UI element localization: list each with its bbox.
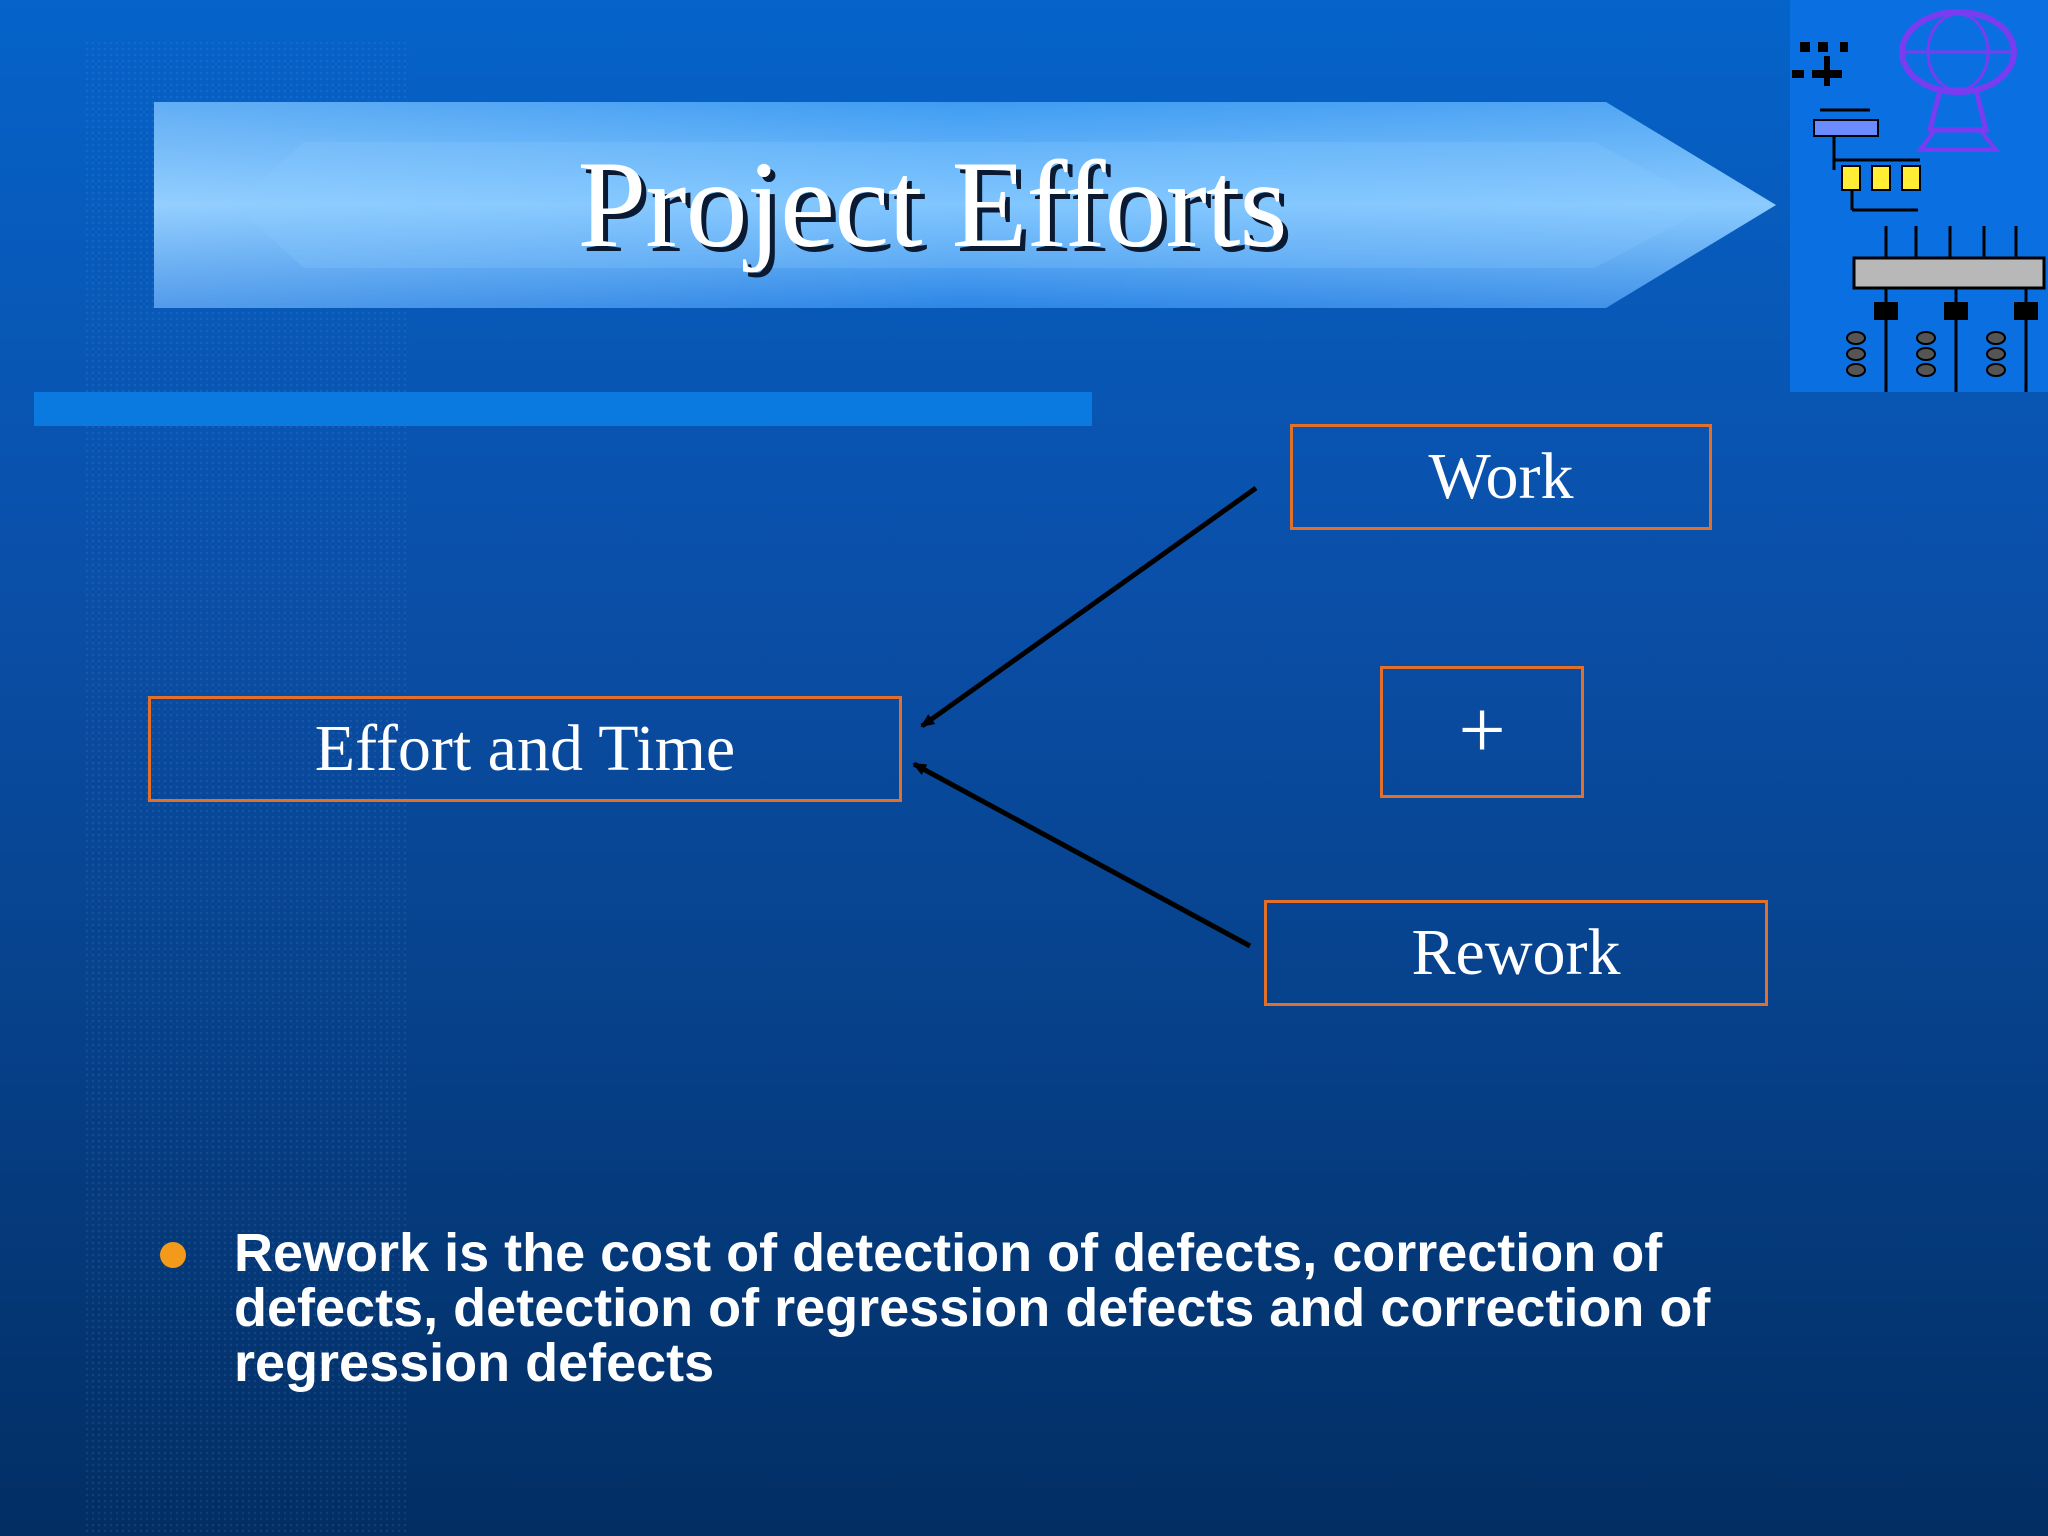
arrow-rework-to-effort [912, 761, 1252, 949]
arrow-work-to-effort [920, 485, 1258, 729]
title-underline-bar [34, 392, 1092, 426]
effort-and-time-label: Effort and Time [314, 712, 736, 785]
title-banner: Project Efforts [154, 102, 1776, 308]
plus-operator-box: + [1380, 666, 1584, 798]
bullet-dot-icon [160, 1242, 186, 1268]
bullet-item: Rework is the cost of detection of defec… [234, 1223, 1711, 1393]
work-box: Work [1290, 424, 1712, 530]
plus-label: + [1458, 684, 1506, 777]
slide-title: Project Efforts [577, 136, 1287, 273]
network-dish-icon [1790, 0, 2048, 392]
banner-arrow-shape [154, 102, 1776, 308]
rework-box: Rework [1264, 900, 1768, 1006]
work-label: Work [1428, 440, 1574, 513]
effort-and-time-box: Effort and Time [148, 696, 902, 802]
rework-label: Rework [1411, 916, 1621, 989]
